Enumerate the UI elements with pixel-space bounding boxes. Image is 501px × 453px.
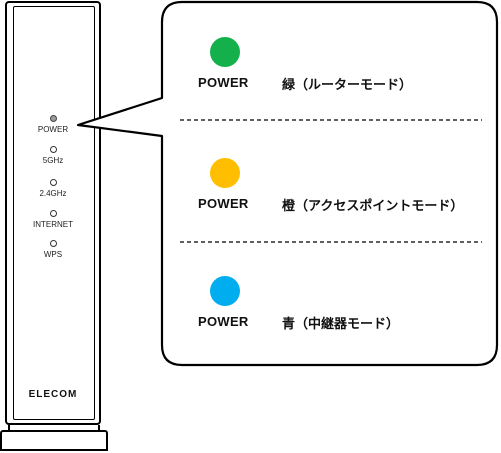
led-label-24ghz: 2.4GHz bbox=[39, 189, 67, 198]
mode-description: 青（中継器モード） bbox=[282, 316, 400, 331]
mode-description: 橙（アクセスポイントモード） bbox=[282, 198, 464, 213]
led-label-power: POWER bbox=[37, 125, 69, 134]
router-body bbox=[5, 1, 101, 425]
led-indicator-5ghz bbox=[49, 146, 57, 153]
orange-dot-icon bbox=[210, 158, 240, 188]
mode-description: 緑（ルーターモード） bbox=[282, 77, 413, 92]
mode-router: POWER 緑（ルーターモード） bbox=[190, 37, 490, 107]
mode-indicator-label: POWER bbox=[198, 196, 249, 211]
router-stand-neck bbox=[8, 425, 100, 432]
green-dot-icon bbox=[210, 37, 240, 67]
led-label-5ghz: 5GHz bbox=[42, 156, 64, 165]
router-front-panel bbox=[13, 6, 95, 420]
blue-dot-icon bbox=[210, 276, 240, 306]
led-indicator-wps bbox=[49, 240, 57, 247]
led-label-internet: INTERNET bbox=[33, 220, 73, 229]
led-internet: INTERNET bbox=[2, 210, 104, 229]
mode-access-point: POWER 橙（アクセスポイントモード） bbox=[190, 158, 490, 228]
mode-indicator-label: POWER bbox=[198, 75, 249, 90]
led-wps: WPS bbox=[2, 240, 104, 259]
router-device: POWER 5GHz 2.4GHz INTERNET WPS ELECOM bbox=[2, 0, 104, 434]
led-24ghz: 2.4GHz bbox=[2, 179, 104, 198]
mode-repeater: POWER 青（中継器モード） bbox=[190, 276, 490, 346]
led-5ghz: 5GHz bbox=[2, 146, 104, 165]
mode-indicator-label: POWER bbox=[198, 314, 249, 329]
led-indicator-power bbox=[49, 115, 57, 122]
brand-logo: ELECOM bbox=[28, 389, 78, 400]
led-label-wps: WPS bbox=[43, 250, 63, 259]
led-indicator-internet bbox=[49, 210, 57, 217]
router-stand bbox=[0, 430, 108, 451]
led-power: POWER bbox=[2, 115, 104, 134]
led-indicator-24ghz bbox=[49, 179, 57, 186]
callout-outline bbox=[76, 0, 499, 367]
